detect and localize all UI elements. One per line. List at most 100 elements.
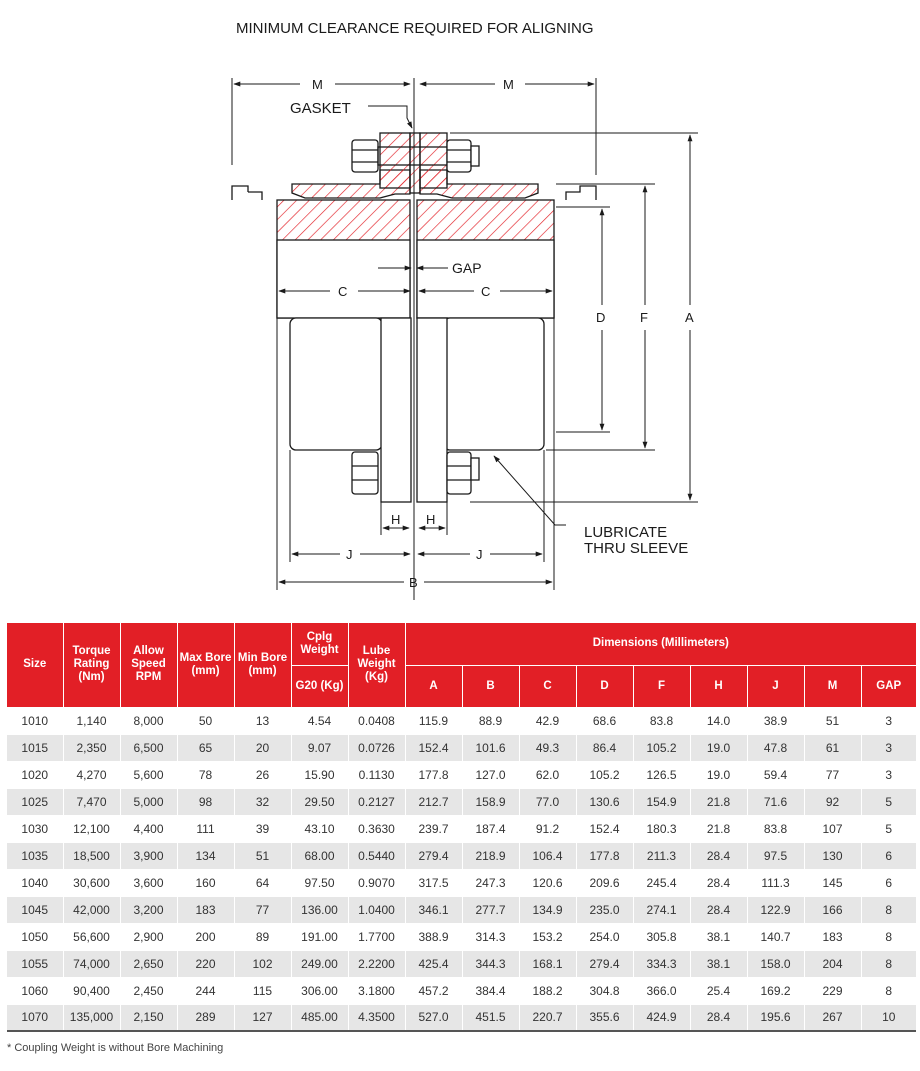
table-cell: 71.6 xyxy=(747,788,805,816)
table-cell: 14.0 xyxy=(690,707,748,735)
table-cell: 127.0 xyxy=(462,761,520,789)
table-cell: 13 xyxy=(234,707,292,735)
table-cell: 49.3 xyxy=(519,734,577,762)
table-cell-size: 1055 xyxy=(7,950,64,978)
table-cell: 30,600 xyxy=(63,869,121,897)
table-cell-size: 1010 xyxy=(7,707,64,735)
label-j-left: J xyxy=(346,547,353,562)
table-cell: 306.00 xyxy=(291,977,349,1005)
label-m-right: M xyxy=(503,77,514,92)
table-cell: 18,500 xyxy=(63,842,121,870)
table-cell: 344.3 xyxy=(462,950,520,978)
table-cell: 334.3 xyxy=(633,950,691,978)
table-cell: 134 xyxy=(177,842,235,870)
table-cell: 32 xyxy=(234,788,292,816)
table-cell: 39 xyxy=(234,815,292,843)
gasket-leader xyxy=(368,105,413,129)
header-a: A xyxy=(405,665,463,708)
coupling-drawing: MINIMUM CLEARANCE REQUIRED FOR ALIGNING … xyxy=(231,20,698,600)
table-cell: 3,900 xyxy=(120,842,178,870)
table-cell: 4.54 xyxy=(291,707,349,735)
header-h: H xyxy=(690,665,748,708)
table-cell: 195.6 xyxy=(747,1004,805,1032)
table-cell: 98 xyxy=(177,788,235,816)
table-cell: 62.0 xyxy=(519,761,577,789)
table-cell: 204 xyxy=(804,950,862,978)
table-cell: 92 xyxy=(804,788,862,816)
callout-top: MINIMUM CLEARANCE REQUIRED FOR ALIGNING xyxy=(236,20,594,37)
table-cell: 42.9 xyxy=(519,707,577,735)
table-cell: 126.5 xyxy=(633,761,691,789)
table-cell: 38.1 xyxy=(690,923,748,951)
table-cell: 1.7700 xyxy=(348,923,406,951)
table-cell: 21.8 xyxy=(690,815,748,843)
table-cell: 19.0 xyxy=(690,761,748,789)
table-cell: 177.8 xyxy=(405,761,463,789)
header-c: C xyxy=(519,665,577,708)
bottom-bolt xyxy=(351,451,480,495)
table-cell: 8 xyxy=(861,950,916,978)
table-cell: 51 xyxy=(234,842,292,870)
header-row-2: G20 (Kg) A B C D F H J M GAP xyxy=(7,665,916,708)
table-cell: 38.1 xyxy=(690,950,748,978)
table-cell: 3,600 xyxy=(120,869,178,897)
table-cell: 0.0408 xyxy=(348,707,406,735)
table-cell: 9.07 xyxy=(291,734,349,762)
table-cell: 317.5 xyxy=(405,869,463,897)
table-cell: 90,400 xyxy=(63,977,121,1005)
table-cell: 97.5 xyxy=(747,842,805,870)
header-lube-weight: Lube Weight (Kg) xyxy=(348,623,406,708)
table-cell-size: 1030 xyxy=(7,815,64,843)
table-cell: 91.2 xyxy=(519,815,577,843)
table-cell: 4,400 xyxy=(120,815,178,843)
table-cell: 169.2 xyxy=(747,977,805,1005)
table-cell: 111 xyxy=(177,815,235,843)
table-cell: 136.00 xyxy=(291,896,349,924)
table-cell: 527.0 xyxy=(405,1004,463,1032)
label-a: A xyxy=(685,310,694,325)
table-cell: 140.7 xyxy=(747,923,805,951)
table-cell: 168.1 xyxy=(519,950,577,978)
table-cell: 134.9 xyxy=(519,896,577,924)
callout-lubricate: LUBRICATE xyxy=(584,524,667,541)
table-cell: 5,600 xyxy=(120,761,178,789)
table-cell: 122.9 xyxy=(747,896,805,924)
table-cell: 77.0 xyxy=(519,788,577,816)
table-cell: 130.6 xyxy=(576,788,634,816)
table-cell: 152.4 xyxy=(405,734,463,762)
right-hub xyxy=(416,199,555,503)
table-cell: 105.2 xyxy=(576,761,634,789)
header-speed: Allow Speed RPM xyxy=(120,623,178,708)
header-row-1: Size Torque Rating (Nm) Allow Speed RPM … xyxy=(7,623,916,708)
spec-table: Size Torque Rating (Nm) Allow Speed RPM … xyxy=(7,623,916,1032)
callout-gasket: GASKET xyxy=(290,100,351,117)
table-cell: 183 xyxy=(804,923,862,951)
table-cell: 1.0400 xyxy=(348,896,406,924)
table-cell-size: 1040 xyxy=(7,869,64,897)
table-cell: 153.2 xyxy=(519,923,577,951)
label-m-left: M xyxy=(312,77,323,92)
table-cell: 0.2127 xyxy=(348,788,406,816)
label-b: B xyxy=(409,575,418,590)
table-cell: 3 xyxy=(861,734,916,762)
table-cell: 145 xyxy=(804,869,862,897)
table-cell: 102 xyxy=(234,950,292,978)
label-h-left: H xyxy=(391,512,400,527)
table-cell: 29.50 xyxy=(291,788,349,816)
header-dimensions: Dimensions (Millimeters) xyxy=(405,623,916,666)
table-cell: 244 xyxy=(177,977,235,1005)
table-cell: 68.00 xyxy=(291,842,349,870)
header-m: M xyxy=(804,665,862,708)
header-g20: G20 (Kg) xyxy=(291,665,349,708)
table-cell: 19.0 xyxy=(690,734,748,762)
table-cell: 89 xyxy=(234,923,292,951)
header-size: Size xyxy=(7,623,64,708)
table-cell: 5 xyxy=(861,815,916,843)
table-cell: 51 xyxy=(804,707,862,735)
table-cell: 83.8 xyxy=(747,815,805,843)
table-cell: 88.9 xyxy=(462,707,520,735)
table-cell: 2,350 xyxy=(63,734,121,762)
table-cell: 61 xyxy=(804,734,862,762)
footnote: * Coupling Weight is without Bore Machin… xyxy=(7,1042,224,1054)
